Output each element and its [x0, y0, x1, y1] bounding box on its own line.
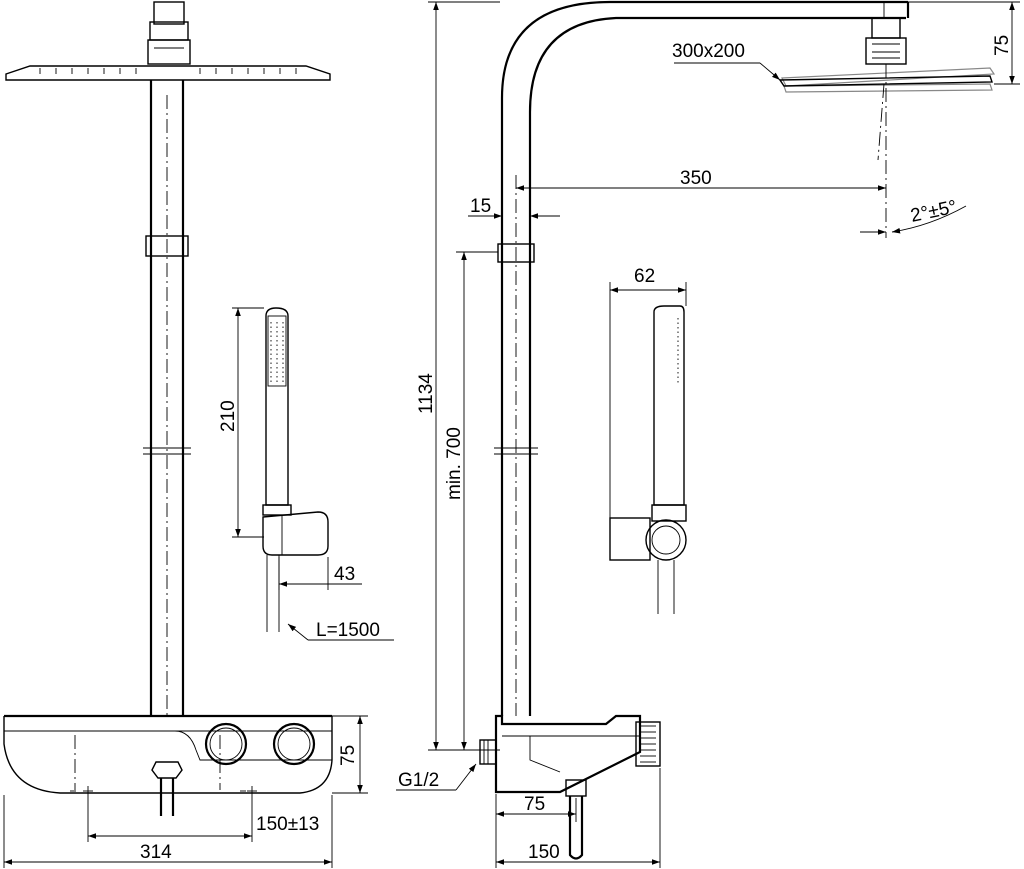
dim-label-g12: G1/2 — [398, 770, 439, 791]
riser-arm-side — [494, 0, 910, 716]
rain-head-side — [778, 64, 996, 238]
dim-min-height: min. 700 — [444, 251, 498, 751]
dim-label-314: 314 — [140, 842, 172, 863]
head-connector-front — [147, 1, 191, 65]
rain-head-front — [5, 65, 331, 81]
dim-label-350: 350 — [680, 168, 712, 189]
dim-label-150: 150 — [528, 842, 560, 863]
dim-label-43: 43 — [334, 564, 355, 585]
dim-label-hose: L=1500 — [316, 620, 380, 641]
dim-head-size: 300x200 — [672, 41, 781, 81]
head-connector-side — [865, 17, 907, 65]
dim-bar-offset: 15 — [468, 196, 560, 219]
dim-overall-width: 314 — [3, 795, 333, 868]
dim-label-tilt: 2°±5° — [909, 197, 959, 227]
dim-label-150-13: 150±13 — [256, 814, 319, 835]
dim-handshower-length: 210 — [218, 307, 264, 538]
front-view: 314 150±13 75 — [3, 1, 394, 868]
handshower-side — [609, 305, 687, 614]
dim-hose-length: L=1500 — [287, 620, 394, 641]
dim-label-75-top: 75 — [992, 35, 1013, 56]
side-view: 300x200 75 350 15 2°±5° — [396, 0, 1020, 868]
dim-label-300x200: 300x200 — [672, 41, 745, 62]
dim-label-75-bottom: 75 — [524, 794, 545, 815]
dim-thermostat-width: 150 — [496, 768, 661, 868]
dim-label-62: 62 — [634, 266, 655, 287]
riser-column-front — [143, 80, 191, 716]
dim-thermostat-depth: 75 — [495, 794, 577, 868]
thermostat-side — [479, 714, 661, 860]
dim-tilt-angle: 2°±5° — [860, 197, 967, 235]
dim-label-1134: 1134 — [416, 373, 437, 414]
dim-label-210: 210 — [218, 400, 239, 432]
dim-holder-depth: 43 — [278, 557, 362, 590]
dim-label-min700: min. 700 — [444, 427, 465, 500]
thermostat-front — [3, 714, 333, 816]
dim-holder-width: 62 — [609, 266, 687, 518]
handshower-front — [262, 307, 329, 632]
dim-label-15: 15 — [470, 196, 491, 217]
dim-head-height: 75 — [908, 1, 1020, 85]
dim-thermostat-height-left: 75 — [332, 715, 368, 794]
dim-total-height: 1134 — [416, 1, 500, 751]
dim-connection: G1/2 — [396, 763, 477, 791]
dim-inlet-spacing: 150±13 — [87, 800, 319, 842]
dim-arm-reach: 350 — [516, 168, 886, 191]
dim-label-75-left: 75 — [338, 745, 359, 766]
